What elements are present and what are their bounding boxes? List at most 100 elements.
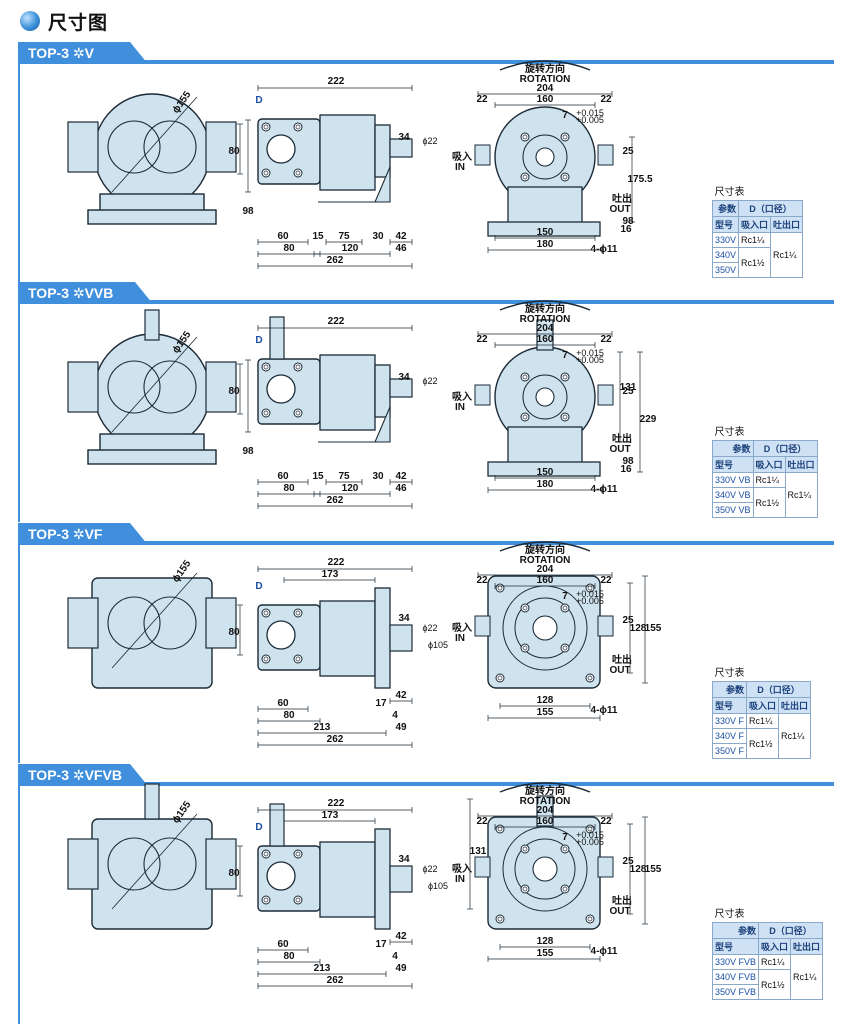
dimension-table: 尺寸表 参数 D（口径） 型号 吸入口 吐出口 330V VB Rc1¼ Rc1… <box>712 422 818 518</box>
dim-46: 46 <box>395 483 407 494</box>
inlet-cell: Rc1½ <box>758 969 792 1000</box>
keyway-label: 7 <box>562 832 568 843</box>
inlet-label-cn: 吸入 <box>452 391 472 403</box>
dim-49: 49 <box>395 963 407 974</box>
dim-60: 60 <box>277 231 289 242</box>
section-tab: TOP-3 ✲VF <box>18 523 148 545</box>
dim-120: 120 <box>342 483 359 494</box>
inlet-header: 吸入口 <box>758 938 792 955</box>
dim-22-left: 22 <box>476 816 488 827</box>
inlet-cell: Rc1¼ <box>752 472 786 488</box>
rotation-label-cn: 旋转方向 <box>524 302 565 315</box>
dim-98: 98 <box>242 446 254 457</box>
dim-222: 222 <box>328 76 345 87</box>
dim-16: 16 <box>620 224 632 235</box>
dim-22-left: 22 <box>476 334 488 345</box>
keyway-tol-lower: +0.005 <box>576 596 604 606</box>
holes-label: 4-ϕ11 <box>591 244 618 255</box>
dim-262: 262 <box>327 734 344 745</box>
slot-height-label: 25 <box>622 856 634 867</box>
dim-155-bottom: 155 <box>537 707 554 718</box>
dim-15: 15 <box>312 231 324 242</box>
side-view: D <box>255 316 413 443</box>
outlet-label-en: OUT <box>609 906 630 917</box>
slot-height-label: 25 <box>622 615 634 626</box>
rotation-label-en: ROTATION <box>520 74 571 85</box>
dim-160: 160 <box>537 816 554 827</box>
dim-22-left: 22 <box>476 575 488 586</box>
model-cell: 340V FVB <box>711 969 760 985</box>
dim-173: 173 <box>322 810 339 821</box>
dim-98-right: 98 <box>622 456 634 467</box>
keyway-label: 7 <box>562 591 568 602</box>
model-cell: 340V F <box>711 728 748 744</box>
dim-15: 15 <box>312 471 324 482</box>
keyway-tol-lower: +0.005 <box>576 115 604 125</box>
inlet-cell: Rc1¼ <box>758 954 792 970</box>
rear-view <box>474 300 614 477</box>
dim-98: 98 <box>242 206 254 217</box>
model-cell: 340V <box>711 247 740 263</box>
dim-222: 222 <box>328 798 345 809</box>
outlet-label-cn: 吐出 <box>612 653 632 666</box>
model-cell: 330V VB <box>712 472 754 488</box>
dim-60: 60 <box>277 698 289 709</box>
section-left-rule <box>18 300 20 522</box>
keyway-label: 7 <box>562 350 568 361</box>
dim-204: 204 <box>537 805 554 816</box>
dim-75: 75 <box>338 471 350 482</box>
port-label: D <box>255 95 262 106</box>
dim-80b: 80 <box>283 483 295 494</box>
section-rule <box>18 300 834 304</box>
dim-180: 180 <box>537 479 554 490</box>
inlet-cell: Rc1¼ <box>746 713 780 729</box>
front-view: ϕ155 <box>67 89 237 225</box>
dim-222: 222 <box>328 557 345 568</box>
dim-60: 60 <box>277 939 289 950</box>
dim-42: 42 <box>395 690 407 701</box>
param-header: 参数 <box>711 681 748 698</box>
section-rule <box>18 541 834 545</box>
keyway-tol-upper: +0.015 <box>576 589 604 599</box>
spigot-label: ϕ105 <box>428 881 448 891</box>
model-cell: 350V F <box>711 743 748 759</box>
dim-4: 4 <box>392 710 398 721</box>
dim-46: 46 <box>395 243 407 254</box>
side-view: D <box>255 581 413 689</box>
d-header: D（口径） <box>746 681 812 698</box>
keyway-tol-upper: +0.015 <box>576 830 604 840</box>
table-row: 350V <box>711 262 803 278</box>
dim-80: 80 <box>228 868 240 879</box>
page-header: 尺寸图 <box>20 6 108 36</box>
shaft-label: ϕ22 <box>422 376 437 386</box>
dim-155-right: 155 <box>645 623 662 634</box>
inlet-cell: Rc1½ <box>746 728 780 759</box>
outlet-label-en: OUT <box>609 444 630 455</box>
rear-view <box>474 782 614 930</box>
section-tab: TOP-3 ✲VVB <box>18 282 153 304</box>
param-header: 参数 <box>712 440 754 457</box>
dim-262: 262 <box>327 255 344 266</box>
table-row: 340V Rc1½ <box>711 247 803 278</box>
table-row: 350V F <box>711 743 811 759</box>
bullet-icon <box>20 11 40 31</box>
outlet-cell: Rc1¼ <box>778 713 812 759</box>
dim-262: 262 <box>327 495 344 506</box>
dim-22-left: 22 <box>476 94 488 105</box>
dim-204: 204 <box>537 83 554 94</box>
dim-131: 131 <box>620 382 637 393</box>
shaft-label: ϕ22 <box>422 136 437 146</box>
dim-128-bottom: 128 <box>537 695 554 706</box>
inlet-label-en: IN <box>455 874 465 885</box>
section-rule <box>18 782 834 786</box>
slot-height-label: 25 <box>622 146 634 157</box>
dim-22-right: 22 <box>600 94 612 105</box>
outlet-cell: Rc1¼ <box>790 954 824 1000</box>
dim-42: 42 <box>395 231 407 242</box>
dim-22-right: 22 <box>600 334 612 345</box>
outlet-label-en: OUT <box>609 665 630 676</box>
model-cell: 350V <box>711 262 740 278</box>
